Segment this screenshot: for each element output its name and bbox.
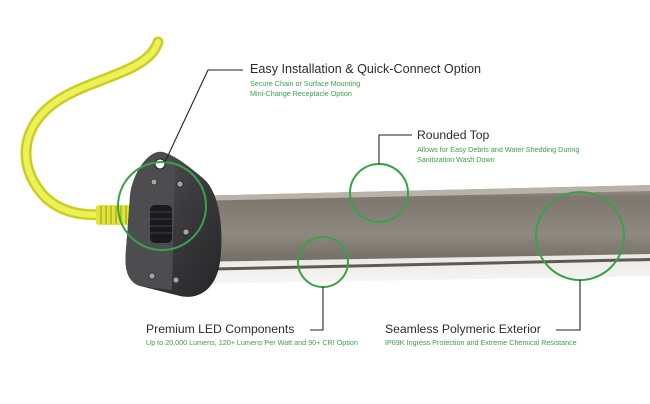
callout-led-title: Premium LED Components bbox=[146, 322, 295, 336]
leader-line-top bbox=[378, 134, 412, 164]
callout-exterior: Seamless Polymeric Exterior IP69K Ingres… bbox=[385, 322, 577, 348]
callout-installation: Easy Installation & Quick-Connect Option… bbox=[250, 62, 481, 99]
callout-exterior-title: Seamless Polymeric Exterior bbox=[385, 322, 541, 336]
callout-top: Rounded Top Allows for Easy Debris and W… bbox=[417, 128, 579, 164]
leader-line-led bbox=[310, 287, 324, 331]
callout-installation-title: Easy Installation & Quick-Connect Option bbox=[250, 62, 481, 76]
callout-led: Premium LED Components Up to 20,000 Lume… bbox=[146, 322, 358, 348]
leader-line-installation bbox=[164, 69, 243, 163]
callout-top-title: Rounded Top bbox=[417, 128, 490, 142]
callout-exterior-line-1: IP69K Ingress Protection and Extreme Che… bbox=[385, 338, 577, 348]
fixture-housing bbox=[190, 185, 650, 268]
leader-line-exterior bbox=[556, 280, 581, 331]
callout-top-line-1: Allows for Easy Debris and Water Sheddin… bbox=[417, 145, 580, 155]
highlight-ring-installation bbox=[117, 161, 207, 251]
callout-installation-line-2: Mini-Change Receptacle Option bbox=[250, 89, 352, 99]
callout-led-line-1: Up to 20,000 Lumens, 120+ Lumens Per Wat… bbox=[146, 338, 358, 348]
callout-installation-line-1: Secure Chain or Surface Mounting bbox=[250, 79, 361, 89]
callout-top-line-2: Sanitization Wash Down bbox=[417, 154, 495, 164]
